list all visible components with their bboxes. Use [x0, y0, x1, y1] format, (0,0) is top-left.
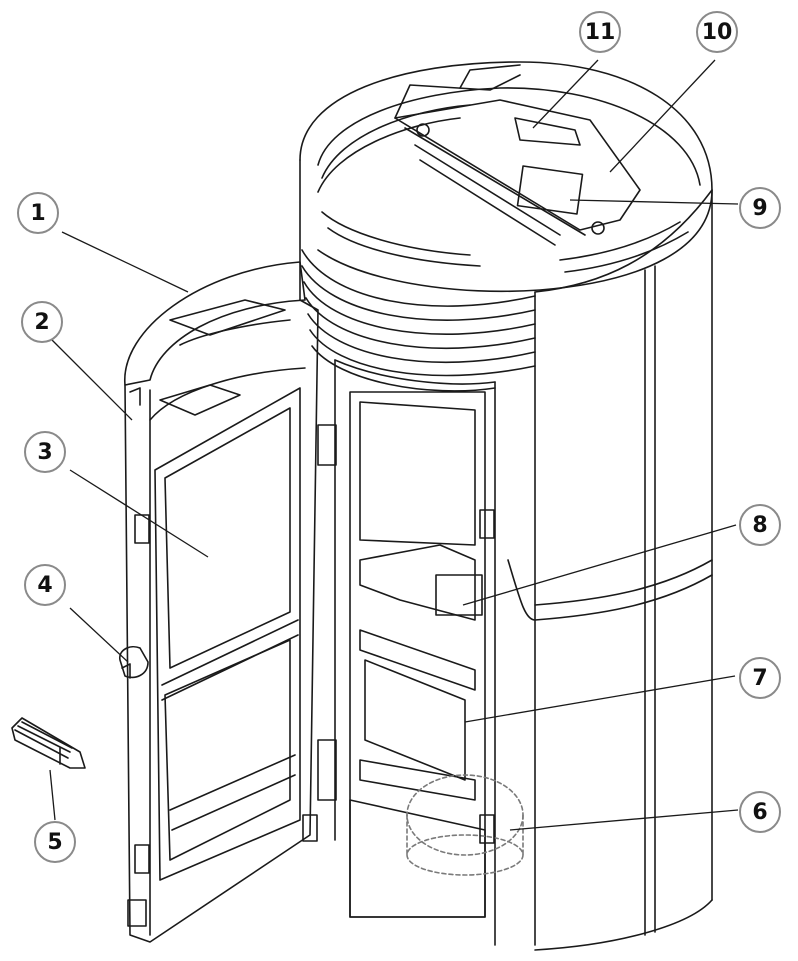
- callout-1: 1: [17, 192, 59, 234]
- callout-11: 11: [579, 11, 621, 53]
- callout-3: 3: [24, 431, 66, 473]
- callout-4: 4: [24, 564, 66, 606]
- callout-5: 5: [34, 821, 76, 863]
- door-handle: [119, 645, 149, 679]
- detached-tool: [11, 717, 86, 769]
- callout-6: 6: [739, 791, 781, 833]
- door: [119, 261, 319, 943]
- callout-8: 8: [739, 504, 781, 546]
- stove-body: [299, 61, 713, 951]
- callout-10: 10: [696, 11, 738, 53]
- leader-lines: [49, 59, 739, 831]
- callout-2: 2: [21, 301, 63, 343]
- callout-9: 9: [739, 187, 781, 229]
- top-lid: [299, 61, 713, 293]
- callout-7: 7: [739, 657, 781, 699]
